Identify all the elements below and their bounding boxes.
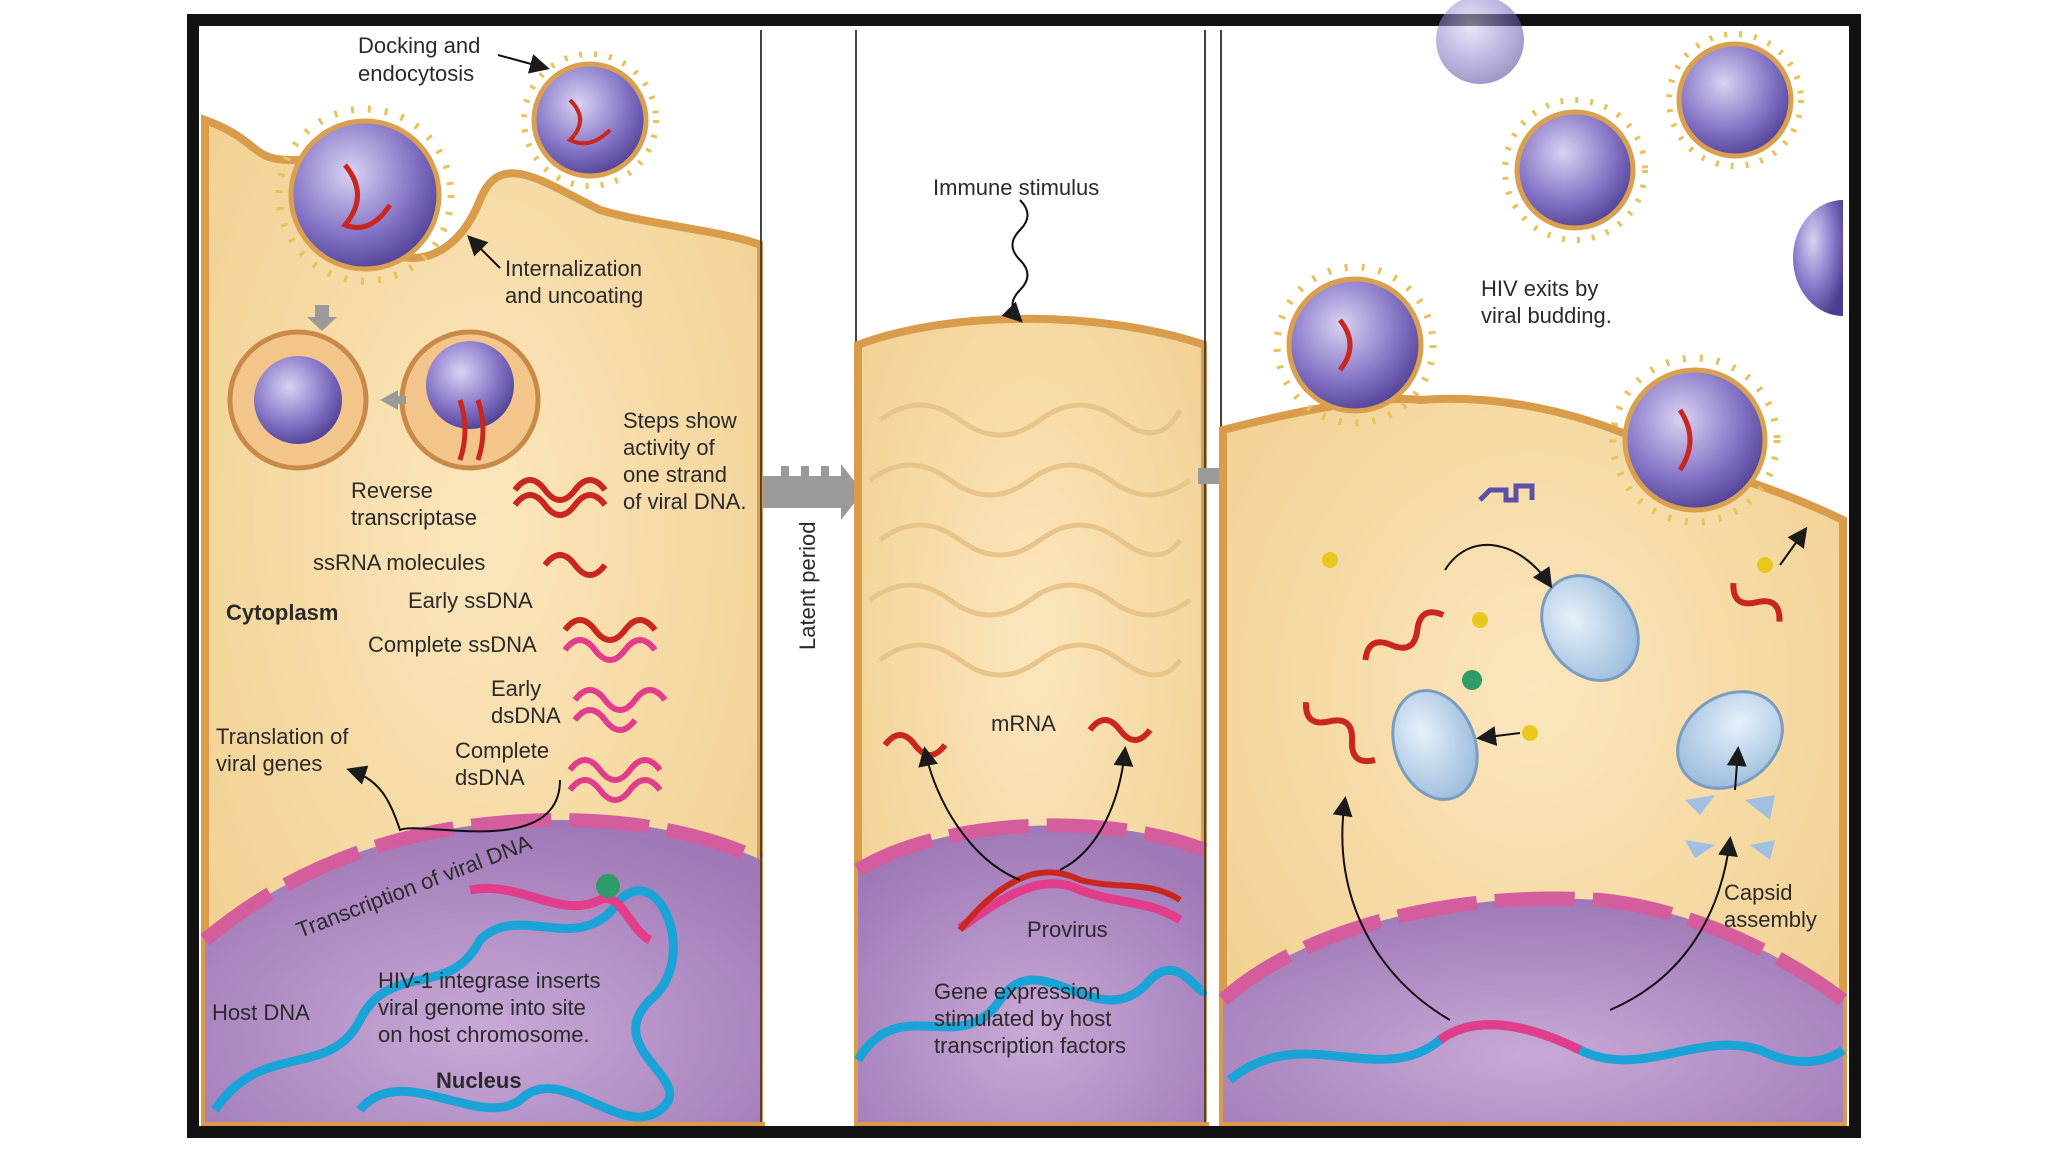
viral-budding-label-2: viral budding. (1481, 303, 1612, 328)
integrase-label-line3: on host chromosome. (378, 1022, 590, 1047)
protein-dot-icon (1522, 725, 1538, 741)
latent-period-strip: Latent period (763, 30, 863, 1122)
step-arrow-icon (380, 390, 406, 410)
integrase-label-line1: HIV-1 integrase inserts (378, 968, 601, 993)
steps-note-line4: of viral DNA. (623, 489, 746, 514)
protein-dot-icon (1757, 557, 1773, 573)
provirus-dna (1437, 1020, 1583, 1055)
viral-rna-strand (1303, 702, 1376, 764)
latent-arrow-icon (763, 464, 863, 520)
internalization-label-2: and uncoating (505, 283, 643, 308)
nucleus-label: Nucleus (436, 1068, 522, 1093)
panel-budding: HIV exits by viral budding. Capsid assem… (1218, 0, 1848, 1126)
capsid-icon (1391, 689, 1479, 801)
docking-label-2: endocytosis (358, 61, 474, 86)
docking-label: Docking and (358, 33, 480, 58)
panel-latency: Immune stimulus mRNA Provirus Gene expre… (854, 175, 1210, 1126)
immune-stimulus-label: Immune stimulus (933, 175, 1099, 200)
steps-note-line1: Steps show (623, 408, 737, 433)
step-arrow-icon (307, 305, 337, 331)
capsid-icon (1540, 574, 1640, 682)
steps-note-line2: activity of (623, 435, 716, 460)
immune-stimulus-arrow (1001, 199, 1029, 323)
internalization-label: Internalization (505, 256, 642, 281)
early-ssdna-label: Early ssDNA (408, 588, 533, 613)
reverse-transcription-stack (512, 477, 668, 803)
enzyme-icon (1478, 483, 1535, 503)
budding-virion-icon (1609, 354, 1781, 526)
reverse-transcriptase-label: Reverse (351, 478, 433, 503)
budding-virion-icon (1273, 263, 1437, 427)
gene-expression-line2: stimulated by host (934, 1006, 1111, 1031)
gene-expression-line1: Gene expression (934, 979, 1100, 1004)
latent-period-label: Latent period (795, 522, 820, 650)
uncoating-endosome-icon (399, 329, 541, 471)
viral-rna-strand (1362, 609, 1445, 661)
gene-expression-line3: transcription factors (934, 1033, 1126, 1058)
capsid-assembly-label-2: assembly (1724, 907, 1817, 932)
provirus-label: Provirus (1027, 917, 1108, 942)
mrna-label: mRNA (991, 711, 1056, 736)
cytoskeleton-texture (868, 402, 1192, 678)
capsid-subunits-icon (1685, 795, 1775, 860)
released-virion-icon (1502, 97, 1648, 243)
integrase-icon (596, 874, 620, 898)
integrase-label-line2: viral genome into site (378, 995, 586, 1020)
protein-dot-icon (1322, 552, 1338, 568)
integrated-viral-dna (469, 884, 653, 945)
capsid-icon (1676, 690, 1784, 790)
released-virion-icon (1436, 0, 1524, 84)
steps-note-line3: one strand (623, 462, 727, 487)
nuclear-envelope (200, 812, 765, 946)
virion-docking-icon (521, 51, 659, 189)
complete-dsdna-label-2: dsDNA (455, 765, 525, 790)
released-virion-icon (1666, 31, 1804, 169)
ssrna-label: ssRNA molecules (313, 550, 485, 575)
viral-budding-label: HIV exits by (1481, 276, 1598, 301)
protein-dot-icon (1472, 612, 1488, 628)
complete-ssdna-label: Complete ssDNA (368, 632, 537, 657)
viral-rna-strand (1730, 582, 1783, 622)
host-dna-label: Host DNA (212, 1000, 310, 1025)
panel-infection: Docking and endocytosis Internalization … (200, 30, 765, 1126)
released-virion-icon (1793, 200, 1843, 316)
endosome-icon (227, 329, 369, 471)
early-dsdna-label-2: dsDNA (491, 703, 561, 728)
translation-label-2: viral genes (216, 751, 322, 776)
reverse-transcriptase-label-2: transcriptase (351, 505, 477, 530)
virion-internalizing-icon (275, 105, 455, 285)
translation-label: Translation of (216, 724, 349, 749)
integrase-icon (1462, 670, 1482, 690)
provirus-dna (957, 879, 1183, 932)
host-dna-strand (854, 965, 1210, 1063)
capsid-assembly-label: Capsid (1724, 880, 1792, 905)
host-dna-strand (211, 886, 678, 1122)
early-dsdna-label: Early (491, 676, 541, 701)
cytoplasm-label: Cytoplasm (226, 600, 338, 625)
complete-dsdna-label: Complete (455, 738, 549, 763)
mrna-strand (1087, 717, 1153, 743)
